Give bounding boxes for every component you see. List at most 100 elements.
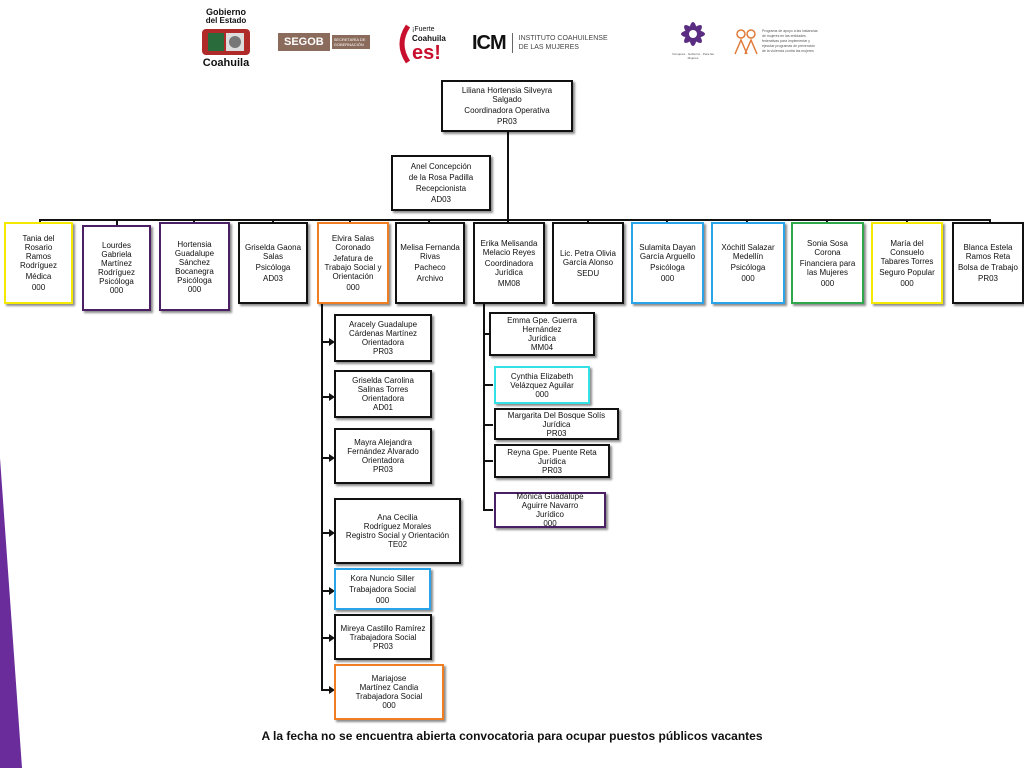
social-arrow-6 xyxy=(329,634,335,642)
social-arrow-5 xyxy=(329,587,335,595)
legal-4-line-1: Reyna Gpe. Puente Reta xyxy=(507,447,597,457)
social-7-line-4: 000 xyxy=(382,701,396,710)
women-figures-icon xyxy=(734,29,758,55)
l2-4-code: AD03 xyxy=(262,274,283,283)
program-line5: de la violencia contra las mujeres xyxy=(762,48,814,53)
l2-6-code: Archivo xyxy=(416,274,444,283)
connector-top-down xyxy=(507,130,509,220)
connector-drop-10 xyxy=(746,219,748,223)
social-6-line-1: Mireya Castillo Ramírez xyxy=(340,623,426,633)
org-box-social-2: Griselda Carolina Salinas Torres Orienta… xyxy=(334,370,432,418)
top-code: PR03 xyxy=(496,117,517,126)
connector-drop-13 xyxy=(989,219,991,223)
l2-8-role: SEDU xyxy=(576,268,600,278)
legal-1-line-4: MM04 xyxy=(530,343,554,352)
legal-3-line-1: Margarita Del Bosque Solís xyxy=(507,410,606,420)
org-box-l2-6: Melisa Fernanda Rivas Pacheco Archivo xyxy=(395,222,465,304)
program-line2: de mujeres en las entidades xyxy=(762,33,806,38)
org-box-social-4: Ana Cecilia Rodríguez Morales Registro S… xyxy=(334,498,461,564)
legal-5-line-2: Aguirre Navarro xyxy=(521,501,579,510)
org-box-l2-1: Tania del Rosario Ramos Rodríguez Médica… xyxy=(4,222,73,304)
org-box-l2-7: Erika Melisanda Melacio Reyes Coordinado… xyxy=(473,222,545,304)
connector-drop-4 xyxy=(272,219,274,223)
icm-logo: ICM INSTITUTO COAHUILENSE DE LAS MUJERES xyxy=(472,32,652,54)
icm-line2: DE LAS MUJERES xyxy=(518,44,579,51)
l2-1-code: 000 xyxy=(31,283,46,292)
org-box-legal-5: Mónica Guadalupe Aguirre Navarro Jurídic… xyxy=(494,492,606,528)
social-2-line-2: Salinas Torres xyxy=(357,385,409,394)
social-3-line-1: Mayra Alejandra xyxy=(354,438,412,447)
org-box-recepcionista: Anel Concepción de la Rosa Padilla Recep… xyxy=(391,155,491,211)
social-6-line-2: Trabajadora Social xyxy=(349,632,417,642)
l2-7-code: MM08 xyxy=(497,278,521,288)
social-7-line-2: Martínez Candia xyxy=(359,683,419,692)
l2-5-line-2: Coronado xyxy=(335,243,371,252)
connector-drop-6 xyxy=(428,219,430,223)
l2-3-line-1: Hortensia xyxy=(177,239,212,249)
legal-5-line-4: 000 xyxy=(543,519,557,528)
legal-5-line-1: Mónica Guadalupe xyxy=(516,492,584,501)
program-line3: federativas para implementar y xyxy=(762,38,811,43)
icm-line1: INSTITUTO COAHUILENSE xyxy=(518,35,608,42)
social-1-line-3: Orientadora xyxy=(361,338,405,347)
l2-6-line-2: Rivas xyxy=(419,252,440,261)
social-2-line-1: Griselda Carolina xyxy=(352,376,414,385)
org-box-l2-5: Elvira Salas Coronado Jefatura de Trabaj… xyxy=(317,222,389,304)
org-box-l2-10: Xóchitl Salazar Medellín Psicóloga 000 xyxy=(711,222,785,304)
l2-12-line-2: Consuelo xyxy=(890,247,924,257)
legal-1-line-3: Jurídica xyxy=(527,334,556,343)
social-tick-4 xyxy=(321,532,329,534)
social-3-line-4: PR03 xyxy=(372,465,393,474)
l2-3-line-2: Guadalupe xyxy=(174,248,215,258)
org-box-coordinadora-operativa: Liliana Hortensia Silveyra Salgado Coord… xyxy=(441,80,573,132)
l2-3-line-6: 000 xyxy=(187,284,202,294)
l2-11-line-2: Corona xyxy=(814,247,841,257)
l2-3-line-5: Psicóloga xyxy=(177,275,212,285)
l2-9-line-1: Sulamita Dayan xyxy=(639,243,696,252)
legal-3-line-2: Jurídica xyxy=(542,419,571,429)
l2-2-line-1: Lourdes xyxy=(102,241,131,250)
l2-7-role: Coordinadora Jurídica xyxy=(484,258,534,277)
social-2-line-4: AD01 xyxy=(372,403,393,412)
l2-5-code: 000 xyxy=(346,283,360,292)
l2-3-line-3: Sánchez xyxy=(178,257,211,267)
org-box-social-7: Mariajose Martínez Candia Trabajadora So… xyxy=(334,664,444,720)
org-box-legal-2: Cynthia Elizabeth Velázquez Aguilar 000 xyxy=(494,366,590,404)
reception-name-a: Anel Concepción xyxy=(410,162,472,171)
social-1-line-1: Aracely Guadalupe xyxy=(348,320,418,329)
social-tick-3 xyxy=(321,457,329,459)
program-line1: Programa de apoyo a las instancias xyxy=(762,28,818,33)
segob-logo: SEGOB SECRETARÍA DE GOBERNACIÓN xyxy=(278,32,374,52)
org-box-l2-9: Sulamita Dayan García Arguello Psicóloga… xyxy=(631,222,704,304)
l2-8-line-2: García Alonso xyxy=(562,257,614,267)
l2-1-line-1: Tania del Rosario xyxy=(22,234,55,252)
l2-11-code: 000 xyxy=(820,278,835,288)
l2-11-role: Financiera para las Mujeres xyxy=(799,258,856,277)
social-arrow-7 xyxy=(329,686,335,694)
legal-tick-5 xyxy=(483,509,493,511)
l2-3-line-4: Bocanegra xyxy=(175,266,214,276)
social-arrow-1 xyxy=(329,338,335,346)
legal-2-line-3: 000 xyxy=(535,389,549,399)
connector-drop-3 xyxy=(193,219,195,223)
l2-12-role: Seguro Popular xyxy=(879,267,935,277)
legal-2-line-2: Velázquez Aguilar xyxy=(510,380,574,390)
legal-5-line-3: Jurídico xyxy=(535,510,564,519)
connector-drop-9 xyxy=(666,219,668,223)
l2-10-line-1: Xóchitl Salazar xyxy=(721,243,775,252)
logo-bar: Gobierno del Estado Coahuila SEGOB SECRE… xyxy=(0,0,1024,82)
l2-10-code: 000 xyxy=(741,274,755,283)
l2-12-line-3: Tabares Torres xyxy=(880,256,934,266)
l2-5-line-1: Elvira Salas xyxy=(331,234,375,243)
l2-9-role: Psicóloga xyxy=(650,263,685,272)
social-4-line-3: Registro Social y Orientación xyxy=(345,531,450,540)
org-box-social-1: Aracely Guadalupe Cárdenas Martínez Orie… xyxy=(334,314,432,362)
reception-name-b: de la Rosa Padilla xyxy=(408,173,474,182)
l2-2-line-5: Psicóloga xyxy=(99,277,134,286)
org-box-l2-13: Blanca Estela Ramos Reta Bolsa de Trabaj… xyxy=(952,222,1024,304)
legal-1-line-2: Hernández xyxy=(522,325,562,334)
org-box-social-6: Mireya Castillo Ramírez Trabajadora Soci… xyxy=(334,614,432,660)
legal-tick-1 xyxy=(483,333,489,335)
top-name-a: Liliana Hortensia Silveyra xyxy=(461,86,553,95)
social-4-line-2: Rodríguez Morales xyxy=(363,522,432,531)
